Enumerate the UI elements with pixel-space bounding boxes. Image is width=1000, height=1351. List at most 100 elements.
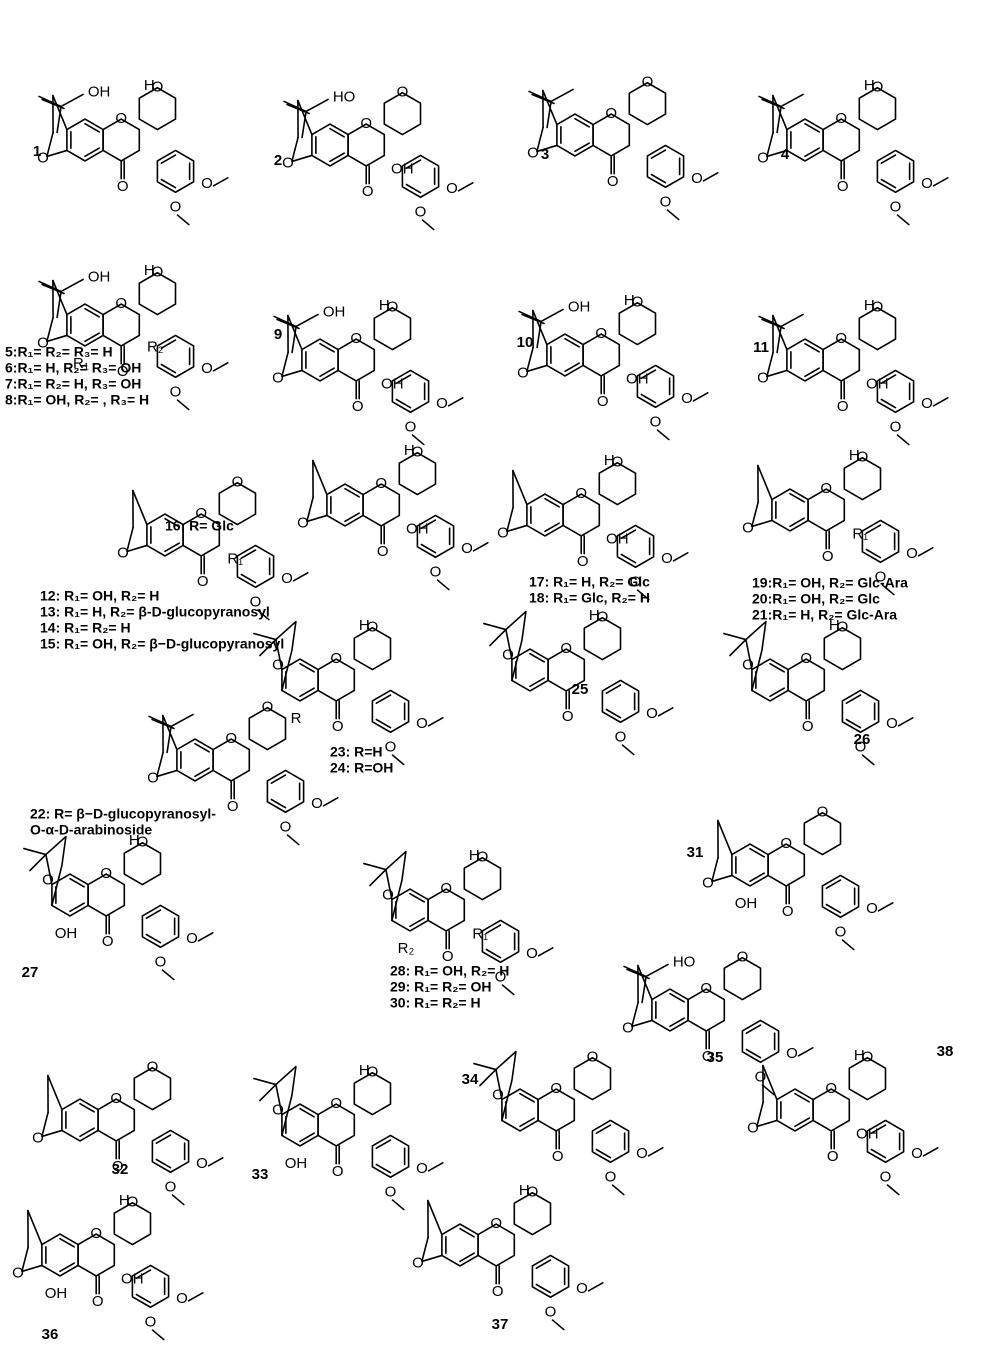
atom-label: O [737, 949, 749, 966]
atom-label: O [755, 1068, 767, 1085]
atom-label: OH [568, 298, 591, 315]
atom-label: O [786, 1045, 798, 1062]
atom-label: O [415, 203, 427, 220]
compound-number: 2 [274, 152, 282, 169]
atom-label: O [37, 149, 49, 166]
atom-label: O [632, 294, 644, 311]
atom-label: R [291, 710, 302, 727]
atom-label: O [681, 390, 693, 407]
atom-label: O [281, 570, 293, 587]
atom-label: O [636, 1145, 648, 1162]
substituent-definition: 29: R₁= R₂= OH [390, 979, 492, 995]
compound-number: 9 [274, 326, 282, 343]
atom-label: O [607, 173, 619, 190]
compound-number: 27 [22, 964, 39, 981]
atom-label: O [612, 454, 624, 471]
atom-label: O [605, 1168, 617, 1185]
atom-label: O [700, 980, 712, 997]
atom-label: O [225, 730, 237, 747]
atom-label: OH [323, 303, 346, 320]
atom-label: R₂ [147, 338, 164, 355]
atom-label: R₂ [398, 940, 415, 957]
atom-label: O [42, 872, 54, 889]
atom-label: O [577, 553, 589, 570]
atom-label: O [170, 383, 182, 400]
atom-label: O [661, 550, 673, 567]
atom-label: O [412, 444, 424, 461]
atom-label: O [262, 699, 274, 716]
atom-label: O [367, 619, 379, 636]
atom-label: O [446, 180, 458, 197]
atom-label: O [550, 1080, 562, 1097]
atom-label: OH [88, 83, 111, 100]
atom-label: O [490, 1215, 502, 1232]
substituent-definition: 28: R₁= OH, R₂= H [390, 963, 509, 979]
atom-label: O [102, 933, 114, 950]
substituent-definition: 30: R₁= R₂= H [390, 995, 481, 1011]
atom-label: O [272, 1102, 284, 1119]
atom-label: O [461, 540, 473, 557]
atom-label: O [115, 110, 127, 127]
atom-label: O [560, 640, 572, 657]
atom-label: H [379, 297, 390, 314]
atom-label: O [872, 299, 884, 316]
compound-number: 3 [541, 146, 549, 163]
atom-label: OH [381, 375, 404, 392]
atom-label: O [201, 360, 213, 377]
atom-label: O [350, 330, 362, 347]
atom-label: O [115, 295, 127, 312]
atom-label: O [642, 74, 654, 91]
atom-label: O [405, 418, 417, 435]
atom-label: O [117, 178, 129, 195]
atom-label: OH [406, 520, 429, 537]
atom-label: H [129, 832, 140, 849]
atom-label: O [32, 1129, 44, 1146]
compound-number: 31 [687, 844, 704, 861]
atom-label: O [597, 393, 609, 410]
substituent-definition: 12: R₁= OH, R₂= H [40, 588, 159, 604]
atom-label: O [147, 769, 159, 786]
atom-label: O [430, 563, 442, 580]
atom-label: O [352, 398, 364, 415]
substituent-definition: 16: R= Glc [165, 518, 234, 534]
atom-label: O [800, 650, 812, 667]
atom-label: O [597, 609, 609, 626]
atom-label: O [330, 650, 342, 667]
atom-label: O [440, 880, 452, 897]
atom-label: H [604, 452, 615, 469]
atom-label: H [359, 617, 370, 634]
atom-label: O [152, 264, 164, 281]
atom-label: O [412, 1254, 424, 1271]
atom-label: O [250, 593, 262, 610]
atom-label: H [624, 292, 635, 309]
substituent-definition: 13: R₁= H, R₂= β-D-glucopyranosyl [40, 604, 270, 620]
atom-label: H [864, 297, 875, 314]
atom-label: H [119, 1192, 130, 1209]
atom-label: O [227, 798, 239, 815]
atom-label: O [117, 363, 129, 380]
atom-label: O [332, 718, 344, 735]
atom-label: O [747, 1119, 759, 1136]
atom-label: O [630, 573, 642, 590]
compound-number: 35 [707, 1049, 724, 1066]
atom-label: O [330, 1095, 342, 1112]
atom-label: H [589, 607, 600, 624]
atom-label: O [837, 619, 849, 636]
compound-number: 25 [572, 681, 589, 698]
atom-label: O [857, 449, 869, 466]
atom-label: O [575, 485, 587, 502]
atom-label: O [872, 79, 884, 96]
atom-label: O [436, 395, 448, 412]
atom-label: O [757, 369, 769, 386]
substituent-definition: 14: R₁= R₂= H [40, 620, 131, 636]
atom-label: OH [626, 370, 649, 387]
atom-label: O [691, 170, 703, 187]
